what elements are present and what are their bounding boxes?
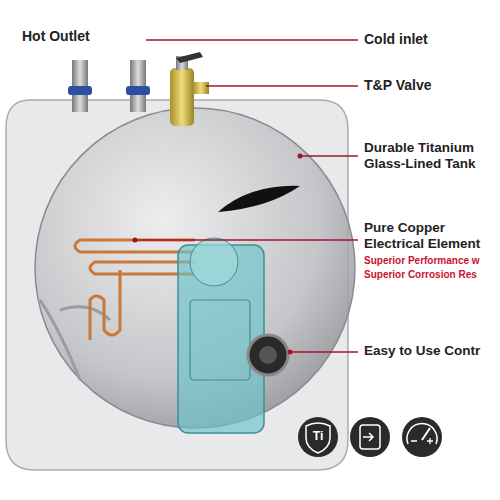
leader-line <box>135 239 358 241</box>
tank-opening <box>218 186 300 212</box>
element-icon <box>350 417 390 457</box>
titanium-icon <box>298 417 338 457</box>
leader-dot <box>133 238 138 243</box>
cold-inlet-ring <box>126 86 150 95</box>
knob-center <box>259 346 277 364</box>
copper-element <box>75 240 195 340</box>
control-icon <box>402 417 442 457</box>
part-label: T&P Valve <box>364 77 496 94</box>
leader-dot <box>298 154 303 159</box>
gauge-needle <box>422 428 430 440</box>
thermostat <box>190 300 250 380</box>
leader-line <box>290 351 358 353</box>
part-label: Pure Copper Electrical Element <box>364 220 496 252</box>
control-knob <box>248 335 288 375</box>
leader-dot <box>288 350 293 355</box>
shield-symbol <box>306 423 330 453</box>
feature-note: Superior Performance w <box>364 255 496 267</box>
plus-minus-symbol <box>411 438 433 444</box>
tp-valve-port <box>193 82 209 94</box>
gauge-symbol <box>407 424 437 444</box>
leader-dots <box>133 154 303 355</box>
part-label: Hot Outlet <box>22 28 90 45</box>
icon-text: Ti <box>313 429 323 443</box>
element-coil <box>90 270 120 340</box>
leader-line <box>206 85 358 87</box>
arrow-symbol <box>363 433 373 441</box>
leader-line <box>146 39 358 41</box>
leader-lines <box>135 40 358 352</box>
element-symbol <box>360 425 380 449</box>
part-label: Easy to Use Contr <box>364 343 496 359</box>
tp-valve-body <box>170 68 194 126</box>
feature-note: Superior Corrosion Res <box>364 269 496 281</box>
leader-line <box>300 155 358 157</box>
tp-valve-lever <box>176 52 203 63</box>
part-label: Cold inlet <box>364 31 496 48</box>
part-label: Durable Titanium Glass-Lined Tank <box>364 140 496 172</box>
element-flange <box>190 238 238 286</box>
hot-outlet-ring <box>68 86 92 95</box>
bracket <box>40 300 110 380</box>
